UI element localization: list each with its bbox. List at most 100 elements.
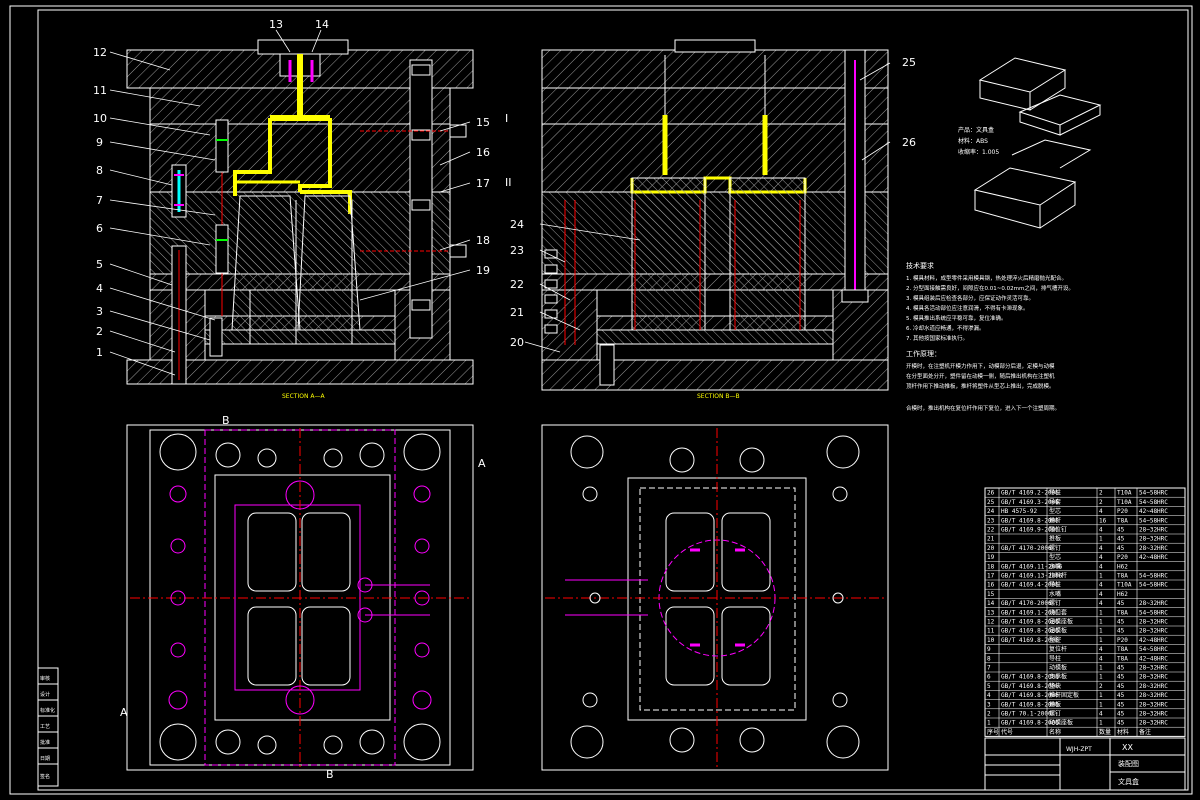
part-label-17: 17: [476, 177, 490, 190]
bom-cell: 垫块: [1049, 682, 1061, 690]
bom-cell: 型芯: [1049, 507, 1061, 515]
bom-cell: 5: [987, 683, 991, 690]
tech-req-line-1: 1. 模具材料，成型零件采用模具钢，热处理淬火后精磨抛光配合。: [906, 274, 1067, 282]
bom-cell: 28~32HRC: [1139, 628, 1168, 635]
section-a-a: [126, 39, 474, 385]
bom-cell: 11: [987, 628, 995, 635]
bom-cell: 28~32HRC: [1139, 701, 1168, 708]
bom-header-cell: 代号: [1001, 728, 1013, 736]
bom-cell: 25: [987, 499, 995, 506]
bom-cell: 2: [1099, 683, 1103, 690]
bom-frame: [984, 487, 1186, 737]
bom-cell: T10A: [1117, 490, 1132, 497]
bom-cell: T10A: [1117, 582, 1132, 589]
bom-cell: 17: [987, 573, 995, 580]
tech-req-title: 技术要求: [906, 261, 934, 270]
bom-cell: 螺钉: [1049, 599, 1061, 607]
bom-cell: GB/T 4169.4-2006: [1001, 582, 1059, 589]
part-label-13: 13: [269, 18, 283, 31]
strip-0: 审核: [40, 675, 50, 682]
part-label-15: 15: [476, 116, 490, 129]
title-school: XX: [1122, 743, 1133, 752]
bom-cell: GB/T 4169.8-2006: [1001, 701, 1059, 708]
work-principle-title: 工作原理：: [906, 349, 941, 358]
tech-req-line-2: 2. 分型面接触需良好，间隙应在0.01~0.02mm之间，排气槽开设。: [906, 284, 1074, 292]
bom-cell: HB 4575-92: [1001, 508, 1038, 515]
bom-cell: 4: [1099, 600, 1103, 607]
product-info-2: 材料：ABS: [958, 137, 988, 145]
bom-cell: 导柱: [1049, 581, 1061, 589]
bom-cell: 定模座板: [1049, 618, 1073, 626]
bom-cell: GB/T 4170-2006: [1001, 600, 1052, 607]
bom-cell: 54~58HRC: [1139, 499, 1168, 506]
bom-cell: 2: [1099, 499, 1103, 506]
bom-cell: 28~32HRC: [1139, 692, 1168, 699]
bom-cell: 1: [1099, 692, 1103, 699]
bom-cell: 支承板: [1049, 673, 1067, 681]
part-label-16: 16: [476, 146, 490, 159]
bom-cell: 4: [987, 692, 991, 699]
bom-cell: GB/T 4169.8-2006: [1001, 674, 1059, 681]
bom-cell: 1: [1099, 619, 1103, 626]
part-label-19: 19: [476, 264, 490, 277]
part-label-2: 2: [96, 325, 103, 338]
bom-cell: 28~32HRC: [1139, 665, 1168, 672]
bom-cell: 水嘴: [1049, 562, 1061, 570]
bom-cell: 推板: [1049, 700, 1061, 708]
part-label-3: 3: [96, 305, 103, 318]
marker-b-top: B: [222, 414, 230, 427]
bom-cell: 18: [987, 563, 995, 570]
strip-2: 标准化: [40, 707, 55, 714]
bom-cell: 28~32HRC: [1139, 527, 1168, 534]
bom-cell: 42~48HRC: [1139, 637, 1168, 644]
bom-cell: 54~58HRC: [1139, 609, 1168, 616]
bom-cell: 54~58HRC: [1139, 490, 1168, 497]
bom-cell: 28~32HRC: [1139, 711, 1168, 718]
tech-req-line-5: 5. 模具推出系统应平稳可靠，复位准确。: [906, 314, 1007, 322]
part-label-14: 14: [315, 18, 329, 31]
leaders-b: [524, 62, 891, 353]
product-isometric: [973, 57, 1102, 229]
bom-cell: 54~58HRC: [1139, 573, 1168, 580]
bom-cell: 1: [1099, 536, 1103, 543]
bom-cell: 1: [1099, 665, 1103, 672]
bom-cell: 10: [987, 637, 995, 644]
bom-cell: 推板: [1049, 535, 1061, 543]
bom-cell: 45: [1117, 720, 1125, 727]
bom-cell: 定模板: [1049, 627, 1067, 635]
bom-cell: 26: [987, 490, 995, 497]
part-label-10: 10: [93, 112, 107, 125]
bom-cell: 限位钉: [1049, 526, 1067, 534]
bom-cell: GB/T 4169.8-2006: [1001, 628, 1059, 635]
bom-cell: 45: [1117, 628, 1125, 635]
bom-cell: 1: [1099, 609, 1103, 616]
product-info-3: 收缩率：1.005: [958, 148, 999, 156]
bom-cell: 45: [1117, 536, 1125, 543]
bom-header-cell: 序号: [987, 728, 999, 736]
bom-cell: 水嘴: [1049, 590, 1061, 598]
bom-cell: 型芯: [1049, 553, 1061, 561]
bom-header-cell: 名称: [1049, 728, 1061, 736]
part-label-8: 8: [96, 164, 103, 177]
tech-req-line-7: 7. 其他按国家标准执行。: [906, 334, 968, 342]
bom-cell: GB/T 4169.11-2006: [1001, 563, 1063, 570]
bom-cell: 4: [1099, 527, 1103, 534]
title-drawing: 装配图: [1118, 759, 1139, 768]
inner-frame: [37, 9, 1189, 791]
work-principle-line-4: 合模时，推出机构在复位杆作用下复位，进入下一个注塑周期。: [906, 404, 1060, 412]
bom-cell: GB/T 4169.8-2006: [1001, 619, 1059, 626]
bom-cell: 28~32HRC: [1139, 683, 1168, 690]
marker-b-bottom: B: [326, 768, 334, 781]
part-label-11: 11: [93, 84, 107, 97]
bom-cell: 16: [987, 582, 995, 589]
bom-cell: 42~48HRC: [1139, 554, 1168, 561]
bom-cell: 23: [987, 517, 995, 524]
section-a-title: SECTION A—A: [282, 393, 325, 400]
part-label-25: 25: [902, 56, 916, 69]
bom-cell: 7: [987, 665, 991, 672]
bom-cell: 12: [987, 619, 995, 626]
bom-cell: 4: [1099, 582, 1103, 589]
bom-cell: 动模座板: [1049, 719, 1073, 727]
